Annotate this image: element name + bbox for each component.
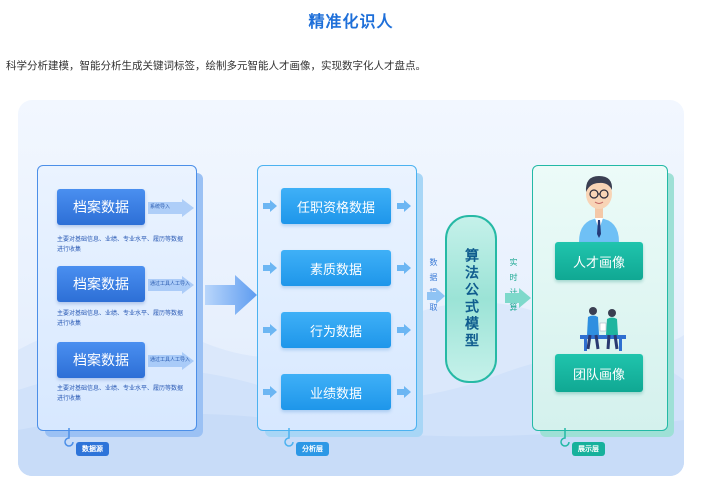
arrow-out-4-icon — [397, 386, 411, 398]
source-item-2-tag: 通过工具人工导入 — [148, 276, 194, 294]
source-item-3-note: 主要对基础信息、业绩、专业水平、履历等数据进行收集 — [57, 385, 184, 402]
compute-label: 实时计算 — [509, 258, 518, 318]
source-hook-icon — [64, 428, 74, 447]
source-badge: 数据源 — [76, 442, 109, 456]
source-item-2-note: 主要对基础信息、业绩、专业水平、履历等数据进行收集 — [57, 310, 184, 327]
analysis-item-4-button[interactable]: 业绩数据 — [281, 374, 391, 410]
source-item-1-button[interactable]: 档案数据 — [57, 189, 145, 225]
big-arrow-icon — [205, 275, 257, 315]
source-item-3-tag: 通过工具人工导入 — [148, 352, 194, 370]
source-item-3-tag-text: 通过工具人工导入 — [150, 357, 191, 363]
display-hook-icon — [560, 428, 570, 447]
page-title: 精准化识人 — [308, 12, 394, 31]
formula-model-label: 算法公式模型 — [463, 248, 479, 350]
arrow-out-2-icon — [397, 262, 411, 274]
arrow-out-1-icon — [397, 200, 411, 212]
display-item-2-button[interactable]: 团队画像 — [555, 354, 643, 392]
arrow-out-3-icon — [397, 324, 411, 336]
source-item-1-tag: 系统导入 — [148, 199, 194, 217]
source-item-2-tag-text: 通过工具人工导入 — [150, 281, 191, 287]
extract-arrow-icon — [427, 288, 445, 304]
extract-label: 数据提取 — [429, 258, 438, 318]
team-avatar-icon — [580, 307, 626, 351]
source-item-1-tag-text: 系统导入 — [150, 204, 171, 210]
source-item-2-button[interactable]: 档案数据 — [57, 266, 145, 302]
compute-arrow-icon — [505, 288, 531, 308]
display-item-1-button[interactable]: 人才画像 — [555, 242, 643, 280]
analysis-hook-icon — [284, 428, 294, 447]
page-subtitle: 科学分析建模，智能分析生成关键词标签，绘制多元智能人才画像，实现数字化人才盘点。 — [6, 60, 426, 72]
display-badge: 展示层 — [572, 442, 605, 456]
arrow-in-1-icon — [263, 200, 277, 212]
formula-model: 算法公式模型 — [445, 215, 497, 383]
arrow-in-2-icon — [263, 262, 277, 274]
source-item-1-note: 主要对基础信息、业绩、专业水平、履历等数据进行收集 — [57, 236, 184, 253]
analysis-item-3-button[interactable]: 行为数据 — [281, 312, 391, 348]
source-item-3-button[interactable]: 档案数据 — [57, 342, 145, 378]
analysis-item-1-button[interactable]: 任职资格数据 — [281, 188, 391, 224]
analysis-badge: 分析层 — [296, 442, 329, 456]
arrow-in-3-icon — [263, 324, 277, 336]
arrow-in-4-icon — [263, 386, 277, 398]
person-avatar-icon — [579, 176, 619, 242]
analysis-item-2-button[interactable]: 素质数据 — [281, 250, 391, 286]
